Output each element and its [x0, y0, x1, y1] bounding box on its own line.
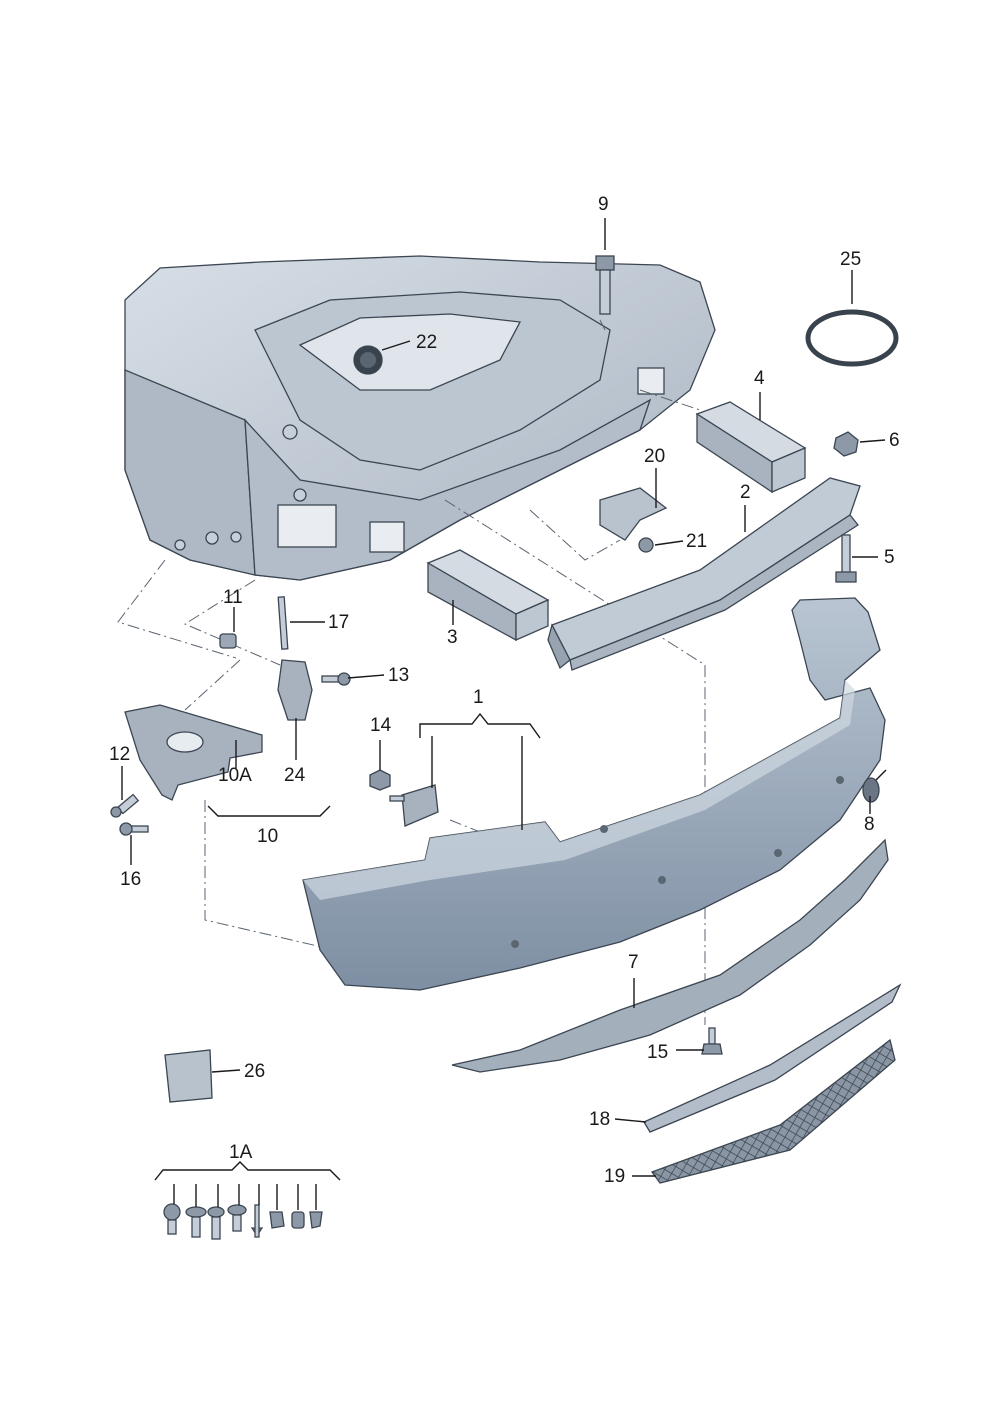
label-11: 11 — [223, 587, 243, 608]
seal-ring-25 — [805, 309, 899, 367]
trim-strip-18 — [643, 983, 902, 1133]
mount-bracket-1 — [389, 784, 439, 827]
screw-13 — [321, 672, 351, 686]
label-10a: 10A — [218, 765, 252, 786]
label-18: 18 — [589, 1109, 610, 1130]
vehicle-rear-body — [124, 255, 716, 581]
label-15: 15 — [647, 1042, 668, 1063]
plug-8 — [862, 769, 887, 803]
label-26: 26 — [244, 1061, 265, 1082]
label-17: 17 — [328, 612, 349, 633]
label-13: 13 — [388, 665, 409, 686]
label-16: 16 — [120, 869, 141, 890]
label-3: 3 — [447, 627, 458, 648]
bolt-9 — [595, 255, 615, 315]
assembly-guide-lines — [117, 319, 706, 1025]
label-4: 4 — [754, 368, 765, 389]
label-19: 19 — [604, 1166, 625, 1187]
bracket-3 — [426, 549, 550, 642]
label-1: 1 — [473, 687, 484, 708]
label-1a: 1A — [229, 1142, 253, 1163]
grommet-22 — [353, 345, 383, 375]
bolt-5 — [835, 534, 857, 583]
nut-21 — [638, 537, 654, 553]
guide-24 — [277, 659, 313, 721]
label-6: 6 — [889, 430, 900, 451]
clip-11 — [219, 633, 237, 649]
nut-6 — [833, 431, 859, 457]
leader-lines — [121, 218, 886, 1210]
label-14: 14 — [370, 715, 392, 736]
label-2: 2 — [740, 482, 751, 503]
label-7: 7 — [628, 952, 639, 973]
bumper-cover-1 — [302, 597, 886, 991]
screw-16 — [119, 822, 149, 836]
side-bracket-10a — [124, 704, 263, 801]
bracket-4 — [695, 401, 807, 494]
label-24: 24 — [284, 765, 306, 786]
grille-19 — [650, 1038, 896, 1184]
bracket-20 — [599, 487, 668, 541]
label-9: 9 — [598, 194, 609, 215]
label-5: 5 — [884, 547, 895, 568]
bumper-carrier-2 — [547, 477, 861, 671]
label-20: 20 — [644, 446, 665, 467]
label-25: 25 — [840, 249, 861, 270]
bolt-17 — [277, 596, 289, 650]
sealant-bag-26 — [164, 1049, 213, 1103]
nut-14 — [369, 769, 391, 791]
label-8: 8 — [864, 814, 875, 835]
label-12: 12 — [109, 744, 130, 765]
screw-12 — [110, 793, 140, 818]
callout-labels: 9 25 22 4 6 20 2 21 5 3 11 17 13 1 14 12… — [109, 194, 900, 1187]
fastener-set-1a — [163, 1203, 323, 1240]
label-21: 21 — [686, 531, 707, 552]
label-10: 10 — [257, 826, 278, 847]
screw-15 — [701, 1027, 723, 1055]
label-22: 22 — [416, 332, 437, 353]
diffuser-7 — [451, 838, 889, 1073]
